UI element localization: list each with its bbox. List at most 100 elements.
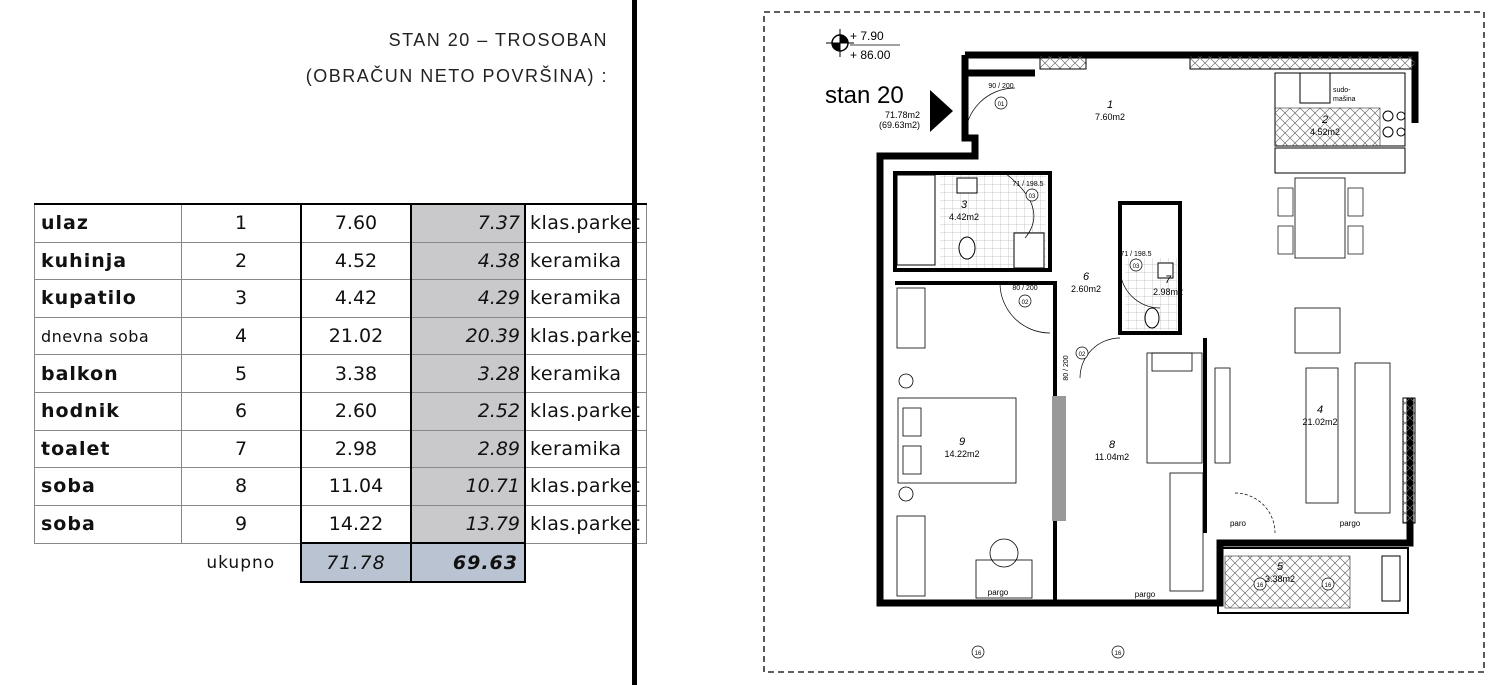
room-material: keramika xyxy=(524,429,647,469)
room-area-label: 4.42m2 xyxy=(949,212,979,222)
room-number-label: 3 xyxy=(961,199,968,211)
appliance-note-2: mašina xyxy=(1333,96,1356,103)
window-tag: 16 xyxy=(1257,583,1264,589)
room-area-label: 7.60m2 xyxy=(1095,112,1125,122)
room-net-area: 4.38 xyxy=(410,241,526,281)
room-number: 8 xyxy=(181,467,302,506)
apartment-label: stan 20 xyxy=(825,82,904,109)
room-name: hodnik xyxy=(34,391,182,431)
room-number-label: 7 xyxy=(1165,274,1172,286)
living-furniture xyxy=(1214,307,1391,514)
room-number-label: 5 xyxy=(1277,561,1284,573)
room-gross-area: 7.60 xyxy=(300,202,412,243)
room-number: 1 xyxy=(181,202,302,243)
door-tag-circle xyxy=(1075,346,1089,360)
room-area-label: 4.52m2 xyxy=(1310,127,1340,137)
room-number: 2 xyxy=(181,241,302,281)
room-name: toalet xyxy=(34,429,182,469)
room-name: kupatilo xyxy=(34,279,182,318)
door-tag: 03 xyxy=(1133,264,1140,270)
window-tag-circle xyxy=(1111,645,1125,659)
room-material: klas.parket xyxy=(524,316,647,356)
room-net-area: 2.52 xyxy=(410,391,526,431)
window-tag: 16 xyxy=(1115,651,1122,657)
plot-boundary xyxy=(763,11,1485,673)
room-net-area: 2.89 xyxy=(410,429,526,469)
room-area-label: 2.60m2 xyxy=(1071,284,1101,294)
room-number-label: 9 xyxy=(959,436,965,448)
room-number: 7 xyxy=(181,429,302,469)
door-size-label: 80 / 200 xyxy=(1012,285,1037,292)
room-material: keramika xyxy=(524,241,647,281)
room-net-area: 13.79 xyxy=(410,504,526,544)
door-size-label: 90 / 200 xyxy=(988,83,1013,90)
room-material: klas.parket xyxy=(524,467,647,506)
room-area-label: 2.98m2 xyxy=(1153,287,1183,297)
room-number-label: 8 xyxy=(1109,439,1116,451)
floor-note: pargo xyxy=(1135,590,1156,599)
floor-plan: + 7.90 + 86.00 stan 20 71.78m2 (69.63m2)… xyxy=(760,8,1490,678)
door-tag: 03 xyxy=(1029,194,1036,200)
room-name: soba xyxy=(34,504,182,544)
room-gross-area: 3.38 xyxy=(300,354,412,393)
room-gross-area: 21.02 xyxy=(300,316,412,356)
room-number: 4 xyxy=(181,316,302,356)
room-name: soba xyxy=(34,467,182,506)
room-area-label: 3.38m2 xyxy=(1265,574,1295,584)
level-bottom: + 86.00 xyxy=(850,48,891,62)
door-tag-circle xyxy=(994,96,1008,110)
door-tag: 02 xyxy=(1079,352,1086,358)
room-number-label: 4 xyxy=(1317,404,1323,416)
room-gross-area: 14.22 xyxy=(300,504,412,544)
door-size-label: 80 / 200 xyxy=(1063,355,1070,380)
room-name: balkon xyxy=(34,354,182,393)
page-title: STAN 20 – TROSOBAN xyxy=(388,30,608,50)
room-net-area: 3.28 xyxy=(410,354,526,393)
total-row: ukupno 71.78 69.63 xyxy=(35,542,647,583)
entrance-arrow xyxy=(930,90,953,132)
window-tag-circle xyxy=(1253,577,1267,591)
room-net-area: 7.37 xyxy=(410,202,526,243)
floor-note: pargo xyxy=(988,588,1009,597)
window-tag: 16 xyxy=(1325,583,1332,589)
room-name: kuhinja xyxy=(34,241,182,281)
room-material: klas.parket xyxy=(524,391,647,431)
room-area-label: 14.22m2 xyxy=(944,449,979,459)
apartment-net: (69.63m2) xyxy=(879,120,920,130)
room-net-area: 20.39 xyxy=(410,316,526,356)
door-size-label: 71 / 198.5 xyxy=(1012,181,1043,188)
room-number: 5 xyxy=(181,354,302,393)
room-gross-area: 4.52 xyxy=(300,241,412,281)
total-label: ukupno xyxy=(206,552,276,573)
level-marker: + 7.90 + 86.00 xyxy=(826,29,900,62)
room-number-label: 1 xyxy=(1107,99,1113,111)
room-material: keramika xyxy=(524,354,647,393)
room-material: klas.parket xyxy=(524,504,647,544)
window-tag-circle xyxy=(1321,577,1335,591)
divider xyxy=(632,0,637,685)
room-area-label: 11.04m2 xyxy=(1095,452,1129,462)
room-name: ulaz xyxy=(34,202,182,243)
window-tag-circle xyxy=(971,645,985,659)
apartment-gross: 71.78m2 xyxy=(885,110,920,120)
walls xyxy=(876,51,1419,607)
room-number-label: 2 xyxy=(1321,114,1328,126)
room-name: dnevna soba xyxy=(34,316,182,356)
room-number-label: 6 xyxy=(1083,271,1090,283)
total-gross: 71.78 xyxy=(300,542,412,583)
door-tag-circle xyxy=(1018,294,1032,308)
room-material: klas.parket xyxy=(524,202,647,243)
room-gross-area: 2.60 xyxy=(300,391,412,431)
door-tag-circle xyxy=(1025,188,1039,202)
